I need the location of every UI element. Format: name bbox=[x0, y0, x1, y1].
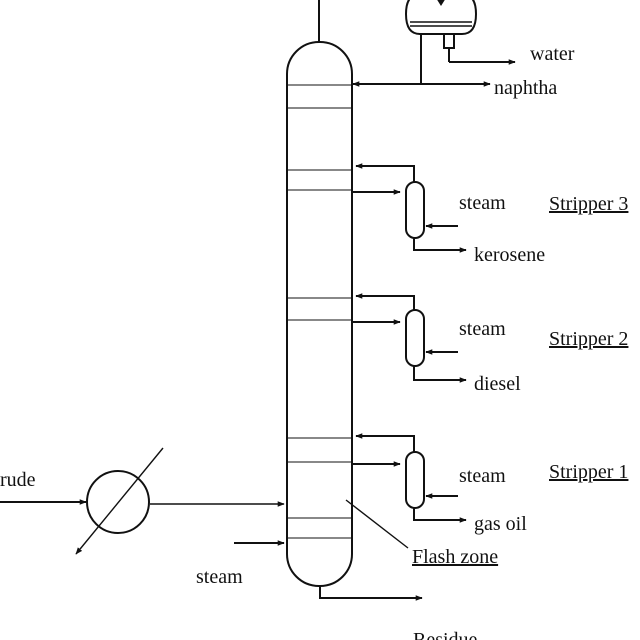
label-stripper-1: Stripper 1 bbox=[549, 461, 628, 483]
label-flash-zone: Flash zone bbox=[412, 546, 498, 568]
stripper-2-return bbox=[355, 293, 415, 310]
label-steam-stripper-3: steam bbox=[459, 192, 506, 214]
diesel-arrow bbox=[413, 366, 467, 383]
feed-heater bbox=[75, 447, 164, 555]
label-crude: rude bbox=[0, 469, 36, 491]
stripper-3-return bbox=[355, 163, 415, 182]
label-gas-oil: gas oil bbox=[474, 513, 527, 535]
label-stripper-3: Stripper 3 bbox=[549, 193, 628, 215]
label-stripper-2: Stripper 2 bbox=[549, 328, 628, 350]
stripper-1-return bbox=[355, 433, 415, 452]
label-diesel: diesel bbox=[474, 373, 521, 395]
stripper-1 bbox=[352, 433, 467, 523]
label-naphtha: naphtha bbox=[494, 77, 557, 99]
stripper-2 bbox=[352, 293, 467, 383]
reflux-drum bbox=[404, 0, 478, 49]
label-steam-stripper-1: steam bbox=[459, 465, 506, 487]
kerosene-arrow bbox=[413, 238, 467, 253]
flash-zone-leader bbox=[345, 499, 409, 549]
column-trays bbox=[287, 84, 352, 539]
gas-oil-arrow bbox=[413, 508, 467, 523]
distillation-column bbox=[286, 41, 353, 587]
label-kerosene: kerosene bbox=[474, 244, 545, 266]
label-residue: Residue bbox=[413, 629, 478, 640]
label-water: water bbox=[530, 43, 575, 65]
residue-arrow bbox=[319, 586, 423, 601]
stripper-3 bbox=[352, 163, 467, 253]
label-steam-bottom: steam bbox=[196, 566, 243, 588]
label-steam-stripper-2: steam bbox=[459, 318, 506, 340]
